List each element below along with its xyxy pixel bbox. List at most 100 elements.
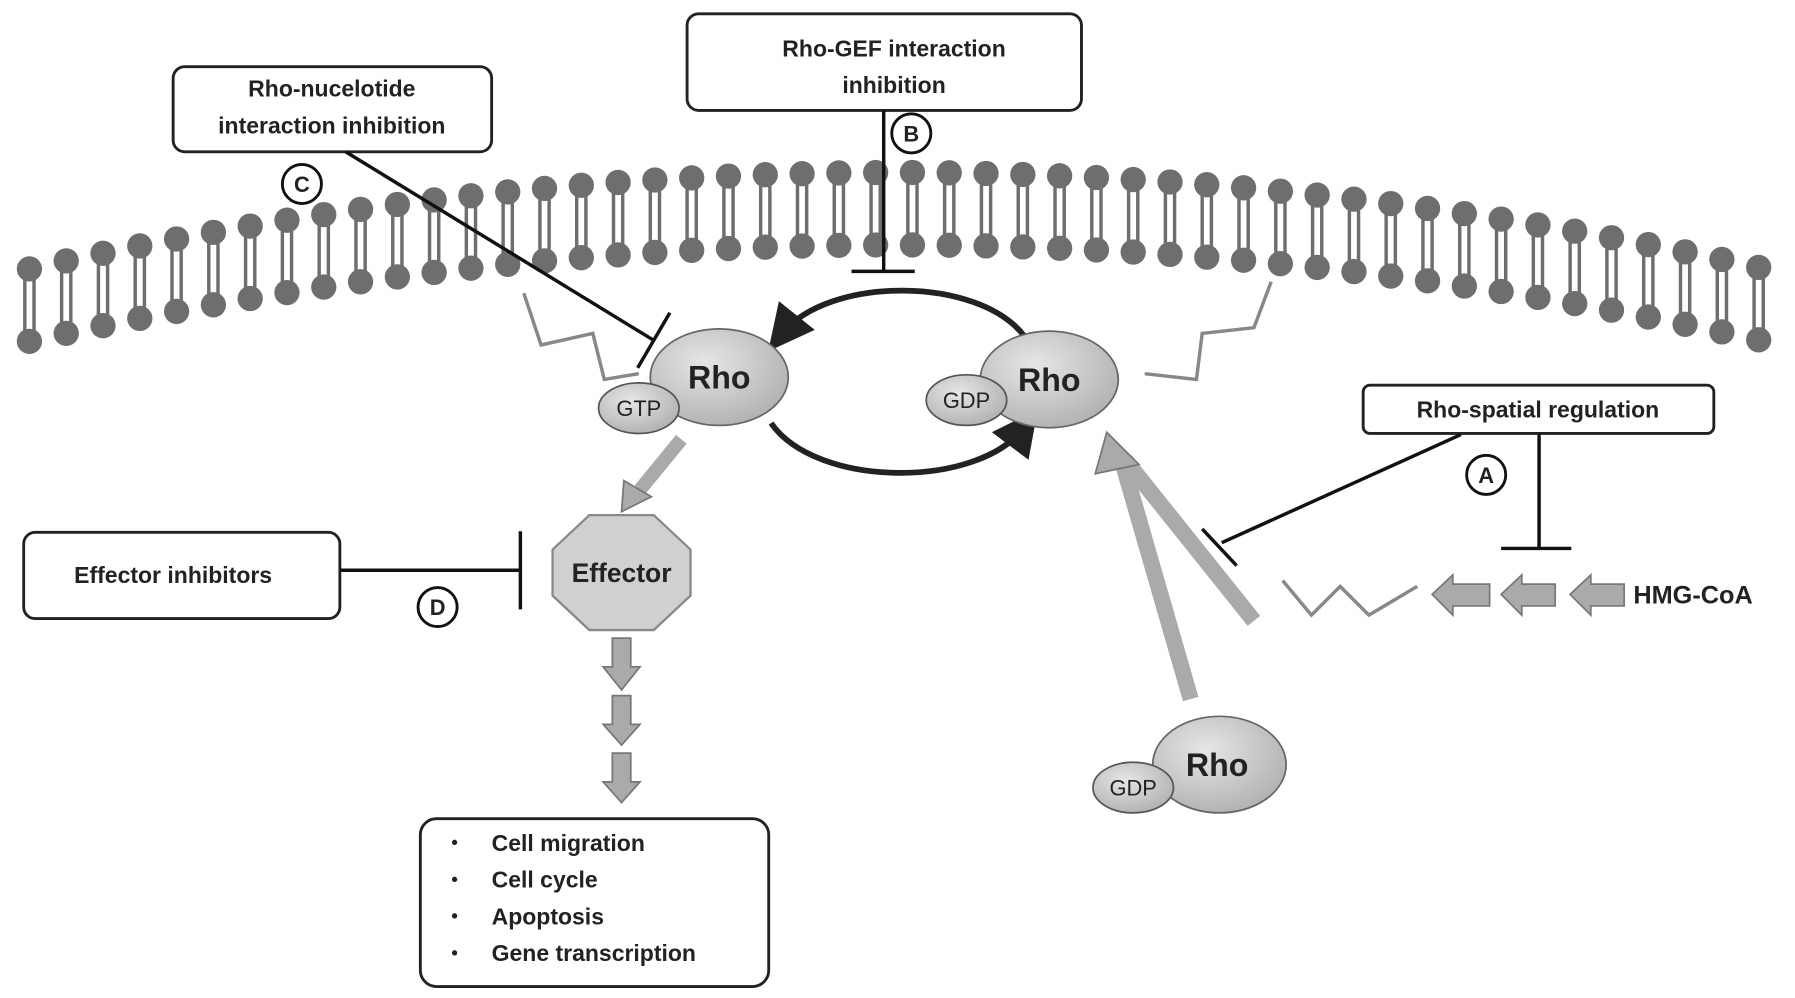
lipid-anchor-left — [522, 292, 640, 382]
lipid — [715, 163, 742, 262]
lipid — [1451, 200, 1477, 299]
effector-inhibitors-box — [22, 530, 342, 621]
lipid — [1746, 254, 1772, 353]
gtp-label: GTP — [616, 396, 661, 421]
cytosolic-gdp-label: GDP — [1110, 776, 1157, 801]
rho-gtp-protein — [649, 327, 790, 427]
lipid — [1046, 163, 1073, 261]
lipid — [1341, 186, 1367, 285]
down-arrow-3 — [601, 752, 642, 804]
gef-cycle-arrow — [768, 287, 1027, 352]
outcome-item: Cell migration — [492, 830, 645, 856]
nucleotide-inhibition-box: Rho-nucelotide interaction inhibition — [171, 65, 494, 154]
lipid — [1709, 246, 1735, 345]
translocation-arrow-shaft — [1113, 457, 1199, 702]
lipid — [127, 233, 153, 332]
marker-b-circle — [890, 112, 933, 155]
lipid — [163, 226, 190, 325]
svg-text:•: • — [451, 942, 457, 963]
pathway-arrows — [1430, 572, 1626, 618]
lipid — [1083, 164, 1110, 263]
translocation-arrow-head — [1094, 430, 1141, 475]
gef-box-line2: inhibition — [842, 72, 945, 98]
inhibition-line-c — [344, 150, 655, 342]
gef-inhibition-box: Rho-GEF interaction inhibition — [685, 12, 1083, 112]
lipid — [826, 160, 852, 258]
down-arrow-1 — [601, 637, 642, 692]
lipid-bilayer-membrane — [16, 159, 1772, 354]
lipid — [531, 175, 558, 274]
effector-octagon — [551, 513, 692, 632]
prenylation-arrow-shaft — [1118, 454, 1261, 626]
lipid — [384, 191, 410, 290]
lipid — [237, 213, 263, 312]
marker-b: B — [903, 121, 919, 146]
marker-d-circle — [416, 586, 459, 629]
down-arrow-2 — [601, 694, 642, 747]
cytosolic-gdp-nucleotide — [1092, 761, 1175, 814]
lipid — [752, 162, 778, 260]
gef-box-line1: Rho-GEF interaction — [782, 35, 1005, 61]
lipid — [1672, 239, 1698, 337]
outcomes-list: • Cell migration • Cell cycle • Apoptosis •… — [451, 830, 696, 966]
lipid — [1304, 182, 1330, 281]
pathway-arrow-1 — [1430, 572, 1491, 618]
svg-text:•: • — [451, 832, 457, 853]
pathway-arrow-2 — [1499, 572, 1557, 618]
lipid — [421, 187, 447, 286]
lipid — [495, 179, 521, 277]
lipid — [1267, 178, 1294, 277]
marker-a-circle — [1465, 453, 1508, 496]
lipid — [16, 256, 43, 354]
inhibition-line-a1 — [1221, 433, 1462, 545]
lipid — [899, 159, 926, 258]
lipid — [1010, 161, 1036, 260]
activation-arrow-head — [620, 479, 654, 514]
lipid — [274, 207, 300, 306]
inhibition-bar-c — [636, 311, 672, 369]
lipid — [679, 165, 705, 263]
nucleotide-box-line2: interaction inhibition — [218, 112, 445, 138]
lipid — [200, 219, 227, 318]
lipid — [53, 248, 79, 346]
spatial-regulation-label: Rho-spatial regulation — [1417, 396, 1660, 422]
hmg-coa-label: HMG-CoA — [1633, 582, 1752, 610]
marker-a: A — [1478, 463, 1494, 488]
outcome-item: Cell cycle — [492, 867, 598, 893]
gdp-label: GDP — [943, 388, 990, 413]
pathway-arrow-3 — [1568, 572, 1626, 618]
lipid-anchor-right — [1144, 281, 1273, 382]
downstream-arrows — [601, 637, 642, 804]
lipid — [973, 160, 999, 259]
activation-arrow-shaft — [634, 434, 687, 495]
outcome-item: Apoptosis — [492, 903, 604, 929]
marker-c-circle — [280, 162, 323, 205]
lipid — [1230, 175, 1257, 273]
marker-c: C — [294, 172, 310, 197]
svg-text:•: • — [451, 868, 457, 889]
svg-text:•: • — [451, 905, 457, 926]
outcomes-box — [418, 817, 771, 988]
gtp-nucleotide — [597, 382, 680, 435]
lipid — [605, 169, 631, 268]
lipid — [90, 240, 116, 339]
cytosolic-rho-label: Rho — [1186, 747, 1249, 783]
effector-inhibitors-label: Effector inhibitors — [74, 562, 272, 588]
lipid — [936, 160, 962, 258]
rho-gtp-label: Rho — [688, 360, 751, 396]
lipid — [1157, 169, 1183, 268]
lipid — [1525, 212, 1551, 311]
outcome-item: Gene transcription — [492, 940, 696, 966]
lipid — [568, 172, 594, 271]
lipid — [347, 196, 374, 295]
lipid — [311, 201, 337, 300]
lipid — [642, 167, 668, 266]
lipid — [1120, 166, 1146, 265]
marker-d: D — [430, 595, 446, 620]
lipid — [1414, 195, 1441, 294]
isoprenoid-chain — [1281, 579, 1419, 618]
lipid — [1635, 231, 1661, 330]
lipid — [789, 160, 815, 259]
